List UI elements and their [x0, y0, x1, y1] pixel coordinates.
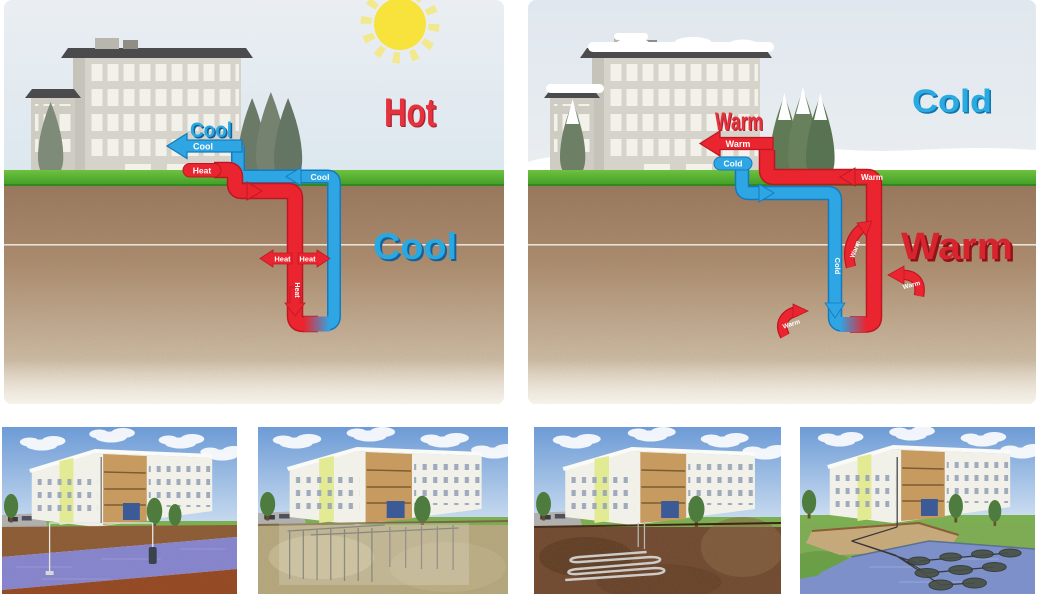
cool-flow-label: Cool [311, 172, 330, 182]
hot-label: Hot [384, 91, 436, 135]
water-table-line [4, 244, 504, 246]
hot-label-shadow: Hot [385, 92, 437, 136]
warm-arrow-into-building [698, 129, 774, 158]
well-pipes [48, 515, 154, 573]
winter-heating-panel: Warm Warm Warm Cold Warm Cold Warm Warm … [528, 0, 1036, 404]
ground-warm-label: Warm [901, 226, 1013, 268]
horizontal-loop-coil [565, 550, 666, 582]
cold-label: Cold [912, 83, 992, 119]
heat-dissipate-down-arrow [284, 286, 306, 317]
tree-snow-caps [566, 87, 827, 124]
heat-pill-label: Heat [193, 166, 212, 176]
roof-snow [546, 33, 774, 93]
heat-down-label: Heat [293, 282, 300, 298]
ground-heat-label-2: Warm [902, 280, 921, 291]
warm-arrow-label: Warm [726, 139, 751, 149]
ground-warm-label-shadow: Warm [904, 229, 1016, 271]
loop-risers [637, 523, 646, 549]
cool-arrow-label: Cool [193, 142, 213, 152]
thumbnail-pond-lake-loop [800, 427, 1035, 594]
cold-label-shadow: Cold [914, 85, 994, 121]
summer-cooling-panel: Cool Cool Cool Heat Cool Heat Heat Heat … [4, 0, 504, 404]
cold-down-label: Cold [833, 258, 842, 275]
cool-title-shadow: Cool [192, 121, 234, 144]
cool-title: Cool [190, 119, 232, 142]
borehole-pipes [287, 524, 459, 582]
cool-flow-arrowhead [285, 166, 302, 187]
warm-title-shadow: Warm [716, 109, 764, 137]
ground-cool-label: Cool [373, 226, 457, 267]
heat-flow-arrowhead [246, 181, 263, 201]
ground-cool-label-shadow: Cool [375, 228, 459, 269]
warm-flow-arrowhead [839, 167, 856, 187]
pipe-blend [840, 317, 866, 332]
thumbnail-vertical-borehole-field [258, 427, 508, 594]
pond-coils [907, 548, 1022, 591]
ground-heat-arrows [777, 220, 925, 339]
excavation-haze [279, 523, 469, 585]
cold-pipe [713, 156, 858, 332]
water-table-line [528, 244, 1036, 246]
cold-down-arrowhead [824, 302, 846, 319]
trees [560, 87, 835, 182]
heat-pipe [182, 161, 331, 333]
heat-dissipate-right-arrow [297, 249, 331, 268]
thumbnail-groundwater-well-system [2, 427, 237, 594]
heat-right-label: Heat [299, 255, 316, 264]
cold-flow-arrowhead [758, 183, 775, 203]
warm-title: Warm [715, 108, 763, 136]
heat-left-label: Heat [274, 255, 291, 264]
pipe-blend [304, 316, 330, 332]
thumbnail-horizontal-ground-loop [534, 427, 781, 594]
warm-flow-label: Warm [861, 173, 883, 182]
heat-label-pill [182, 163, 222, 178]
cold-label-pill [713, 156, 753, 171]
warm-pipe [698, 129, 883, 333]
submersible-pump [148, 547, 157, 564]
cool-arrow-into-building [165, 132, 243, 160]
sun-icon [360, 0, 440, 64]
cold-pill-label: Cold [724, 159, 743, 169]
heat-dissipate-left-arrow [259, 249, 293, 268]
